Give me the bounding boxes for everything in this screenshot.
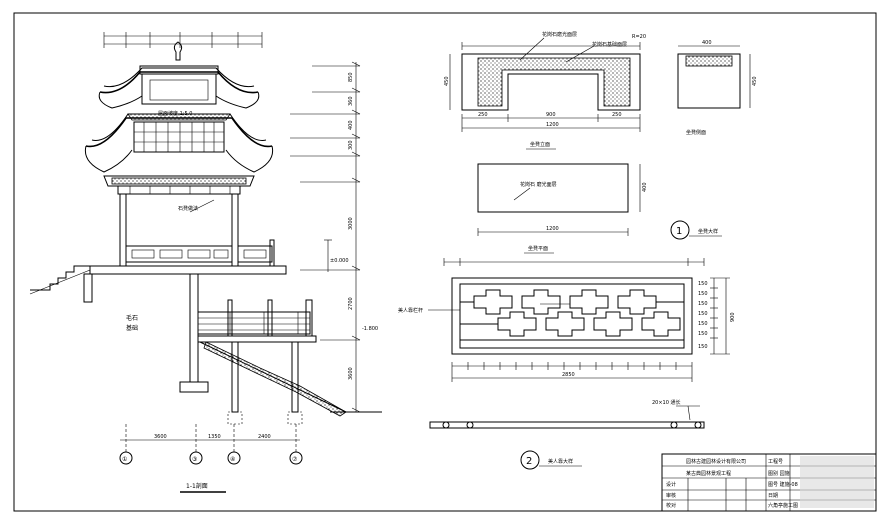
section-title: 1-1剖面 <box>186 482 208 490</box>
title-field-7: 日期 <box>768 493 778 499</box>
bench-elevation: 花岗石磨光面层 花岗石基础面层 R=20 250 900 250 1200 45… <box>444 31 646 150</box>
dim-2700: 2700 <box>348 297 354 310</box>
bench-elevation-title: 坐凳立面 <box>530 141 550 148</box>
railing-base-note: 20×10 通长 <box>652 399 681 406</box>
dim-850: 850 <box>348 72 354 82</box>
elevation-0: ±0.000 <box>330 258 349 264</box>
bench-plan: 花岗石 磨光面层 1200 400 坐凳平面 <box>477 163 648 254</box>
railing-row-dim-5: 150 <box>698 321 708 327</box>
railing-row-dim-7: 150 <box>698 344 708 350</box>
axis-dim-3: 2400 <box>258 434 271 440</box>
detail-1-title: 坐凳大样 <box>698 228 718 235</box>
title-company: 园林古建园林设计有限公司 <box>686 458 746 465</box>
title-drawing-name: 六角亭施工图 <box>768 502 798 509</box>
title-field-5: 图别 园施 <box>768 470 790 477</box>
dim-300: 300 <box>348 140 354 150</box>
roof-note: 屋面坡度 1:5.0 <box>158 110 192 117</box>
railing-detail: 美人靠栏杆 2850 150 150 150 150 150 <box>398 258 736 429</box>
railing-height-dim: 900 <box>730 312 736 322</box>
detail-2-number: 2 <box>526 456 532 467</box>
bench-dim-3: 250 <box>612 112 622 118</box>
title-field-1: 设计 <box>666 481 676 488</box>
axis-dim-1: 3600 <box>154 434 167 440</box>
dim-3600: 3600 <box>348 367 354 380</box>
bench-dim-1: 250 <box>478 112 488 118</box>
railing-label: 美人靠栏杆 <box>398 307 423 314</box>
title-field-6: 图号 建施-08 <box>768 481 798 488</box>
material-label-b: 基础 <box>126 324 138 332</box>
railing-row-dim-3: 150 <box>698 301 708 307</box>
bench-dim-2: 900 <box>546 112 556 118</box>
detail-2-title: 美人靠大样 <box>548 458 573 465</box>
dim-400: 400 <box>348 120 354 130</box>
title-field-2: 审核 <box>666 492 676 499</box>
axis-1: ① <box>122 456 127 463</box>
railing-row-dim-6: 150 <box>698 331 708 337</box>
axis-7: ⑦ <box>292 456 298 463</box>
detail-1-marker: 1 坐凳大样 <box>670 220 722 240</box>
sheet-border <box>13 12 877 512</box>
material-label-a: 毛石 <box>126 314 138 322</box>
railing-row-dim-4: 150 <box>698 311 708 317</box>
bench-plan-label: 花岗石 磨光面层 <box>520 181 557 188</box>
title-field-4: 工程号 <box>768 458 783 465</box>
axis-3: ③ <box>192 456 197 463</box>
bench-plan-dim-1: 1200 <box>546 226 559 232</box>
railing-width-dim: 2850 <box>562 372 575 378</box>
pavilion-section: 850 360 400 300 3000 2700 3600 ±0.000 -1… <box>29 32 382 493</box>
beam-note: 石凳做法 <box>178 205 198 212</box>
bench-label-1: 花岗石磨光面层 <box>542 31 577 38</box>
bench-section-dim-2: 450 <box>752 76 758 86</box>
detail-1-number: 1 <box>676 226 682 237</box>
axis-dim-2: 1350 <box>208 434 221 440</box>
title-field-3: 校对 <box>666 502 676 509</box>
detail-2-marker: 2 美人靠大样 <box>520 450 582 470</box>
bench-dim-4: 1200 <box>546 122 559 128</box>
bench-label-3: R=20 <box>632 34 646 40</box>
elevation-minus: -1.800 <box>362 326 378 332</box>
title-block: 园林古建园林设计有限公司 某古典园林景观工程 设计 审核 校对 工程号 图别 园… <box>661 453 877 512</box>
axis-4: ④ <box>230 456 235 463</box>
dim-3000: 3000 <box>348 217 354 230</box>
bench-section: 400 450 坐凳侧面 <box>677 40 758 136</box>
bench-section-dim-1: 400 <box>702 40 712 46</box>
bench-plan-dim-2: 400 <box>642 182 648 192</box>
railing-row-dim-1: 150 <box>698 281 708 287</box>
title-project: 某古典园林景观工程 <box>686 470 731 477</box>
bench-plan-title: 坐凳平面 <box>528 245 548 252</box>
dim-360: 360 <box>348 96 354 106</box>
railing-row-dim-2: 150 <box>698 291 708 297</box>
bench-label-2: 花岗石基础面层 <box>592 41 627 48</box>
bench-section-title: 坐凳侧面 <box>686 129 706 136</box>
bench-dim-5: 450 <box>444 76 450 86</box>
